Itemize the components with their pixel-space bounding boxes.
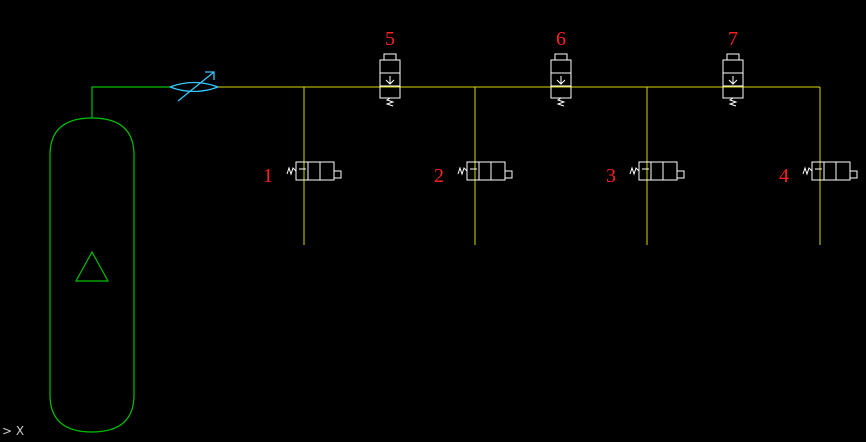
- solenoid-valve-5[interactable]: 5: [379, 28, 401, 107]
- triangle-icon: [74, 250, 110, 282]
- solenoid-valve-2[interactable]: 2: [434, 161, 513, 187]
- solenoid-valve-4[interactable]: 4: [779, 161, 858, 187]
- ucs-axis-marker: > X: [2, 424, 25, 438]
- top-valves: 5 6 7: [379, 28, 744, 107]
- valve-label: 3: [606, 165, 616, 187]
- gas-tank: [49, 86, 170, 433]
- valve-label: 2: [434, 165, 444, 187]
- valve-label: 5: [385, 28, 395, 50]
- branch-valves: 1 2 3 4: [263, 161, 858, 187]
- throttle-valve-icon: [169, 71, 219, 102]
- tank-outlet-pipe: [91, 86, 170, 118]
- valve-label: 7: [728, 28, 738, 50]
- solenoid-valve-7[interactable]: 7: [722, 28, 744, 107]
- solenoid-valve-6[interactable]: 6: [550, 28, 572, 107]
- valve-label: 4: [779, 165, 789, 187]
- valve-label: 1: [263, 165, 273, 187]
- main-pipe: [218, 86, 821, 245]
- valve-label: 6: [556, 28, 566, 50]
- solenoid-valve-3[interactable]: 3: [606, 161, 685, 187]
- solenoid-valve-1[interactable]: 1: [263, 161, 342, 187]
